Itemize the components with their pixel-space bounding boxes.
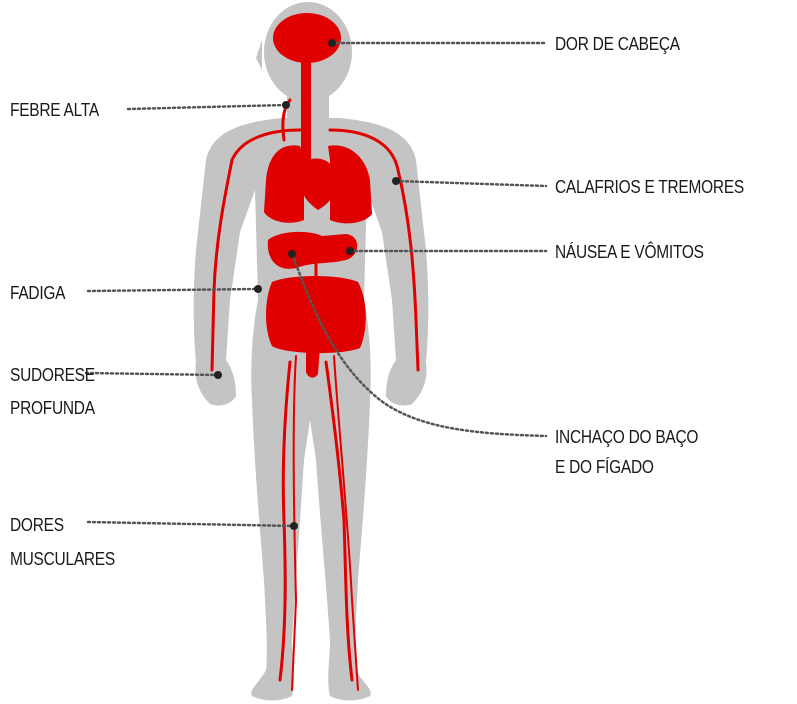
anchor-dot bbox=[288, 250, 296, 258]
leader-fatigue bbox=[88, 289, 258, 291]
label-chills: CALAFRIOS E TREMORES bbox=[555, 174, 744, 200]
anchor-dot bbox=[328, 39, 336, 47]
label-fatigue: FADIGA bbox=[10, 280, 65, 306]
label-high-fever: FEBRE ALTA bbox=[10, 97, 99, 123]
anchor-dot bbox=[392, 177, 400, 185]
label-organs-line2: E DO FÍGADO bbox=[555, 454, 654, 480]
label-nausea: NÁUSEA E VÔMITOS bbox=[555, 239, 704, 265]
anchor-dot bbox=[346, 247, 354, 255]
anchor-dot bbox=[254, 285, 262, 293]
anchor-dot bbox=[282, 101, 290, 109]
label-sweating-line2: PROFUNDA bbox=[10, 395, 95, 421]
label-organs-line1: INCHAÇO DO BAÇO bbox=[555, 424, 698, 450]
label-muscles-line1: DORES bbox=[10, 512, 64, 538]
anchor-dot bbox=[290, 522, 298, 530]
label-sweating-line1: SUDORESE bbox=[10, 362, 95, 388]
leader-high-fever bbox=[128, 105, 286, 109]
label-headache: DOR DE CABEÇA bbox=[555, 31, 680, 57]
label-muscles-line2: MUSCULARES bbox=[10, 546, 115, 572]
anchor-dot bbox=[214, 371, 222, 379]
